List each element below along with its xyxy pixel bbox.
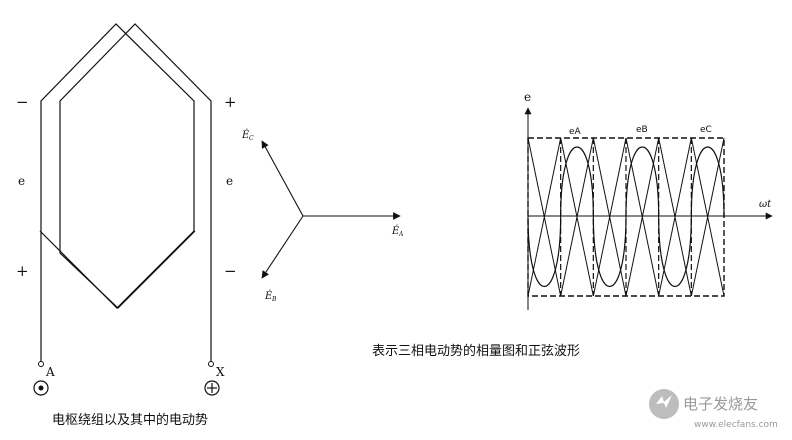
terminal-x-label: X xyxy=(216,365,225,379)
terminal-x-dot xyxy=(208,361,214,367)
phasor-ec-label: Ė C xyxy=(241,129,254,142)
current-in-symbol xyxy=(204,380,220,396)
phasor-ea-sub: A xyxy=(398,231,404,238)
waveform-caption: 表示三相电动势的相量图和正弦波形 xyxy=(372,343,580,359)
series-label-ea: eA xyxy=(569,127,582,137)
left-top-sign: − xyxy=(16,93,29,111)
right-emf-label: e xyxy=(226,174,233,188)
left-bottom-sign: + xyxy=(16,262,29,280)
phasor-ec-main: Ė xyxy=(241,129,250,141)
waveform-cross-line xyxy=(690,137,725,297)
waveform-cross-line xyxy=(560,137,594,297)
phasor-ea-label: Ė A xyxy=(391,225,404,238)
waveform-y-axis-label: e xyxy=(524,90,531,104)
waveform-cross-line xyxy=(658,137,692,297)
series-label-ec: eC xyxy=(700,125,712,135)
waveform-lower-lobe xyxy=(592,215,627,287)
waveform-curves xyxy=(527,137,725,297)
terminal-a-label: A xyxy=(45,365,55,379)
watermark-logo-icon xyxy=(649,389,679,419)
waveform-cross-line xyxy=(625,137,660,297)
waveform-x-axis-label: ωt xyxy=(759,199,772,210)
right-top-sign: + xyxy=(224,93,237,111)
waveform-diagram: e ωt eA eB eC xyxy=(524,90,773,310)
terminal-a-dot xyxy=(38,361,44,367)
waveform-upper-lobe xyxy=(625,146,660,217)
waveform-upper-lobe xyxy=(690,146,725,217)
phasor-eb-label: Ė B xyxy=(264,290,277,303)
waveform-lower-lobe xyxy=(527,215,562,287)
winding-outer-coil xyxy=(39,23,195,363)
watermark-text: 电子发烧友 xyxy=(683,395,758,413)
phasor-ea-main: Ė xyxy=(391,225,400,237)
watermark-url: www.elecfans.com xyxy=(694,420,778,430)
armature-winding-diagram xyxy=(39,23,212,363)
waveform-upper-lobe xyxy=(560,146,594,217)
watermark: 电子发烧友 www.elecfans.com xyxy=(649,389,778,430)
series-label-eb: eB xyxy=(636,125,648,135)
phasor-eb-line xyxy=(261,215,304,279)
right-bottom-sign: − xyxy=(224,262,237,280)
waveform-cross-line xyxy=(527,137,562,297)
waveform-cross-line xyxy=(592,137,627,297)
phasor-eb-sub: B xyxy=(271,296,277,303)
phasor-ec-line xyxy=(261,140,304,217)
waveform-lower-lobe xyxy=(658,215,692,287)
current-out-symbol xyxy=(33,380,49,396)
winding-caption: 电枢绕组以及其中的电动势 xyxy=(52,412,208,428)
winding-inner-coil xyxy=(59,23,212,363)
phasor-ec-sub: C xyxy=(249,135,254,142)
phasor-eb-main: Ė xyxy=(264,290,273,302)
left-emf-label: e xyxy=(18,174,25,188)
phasor-diagram xyxy=(261,140,401,279)
